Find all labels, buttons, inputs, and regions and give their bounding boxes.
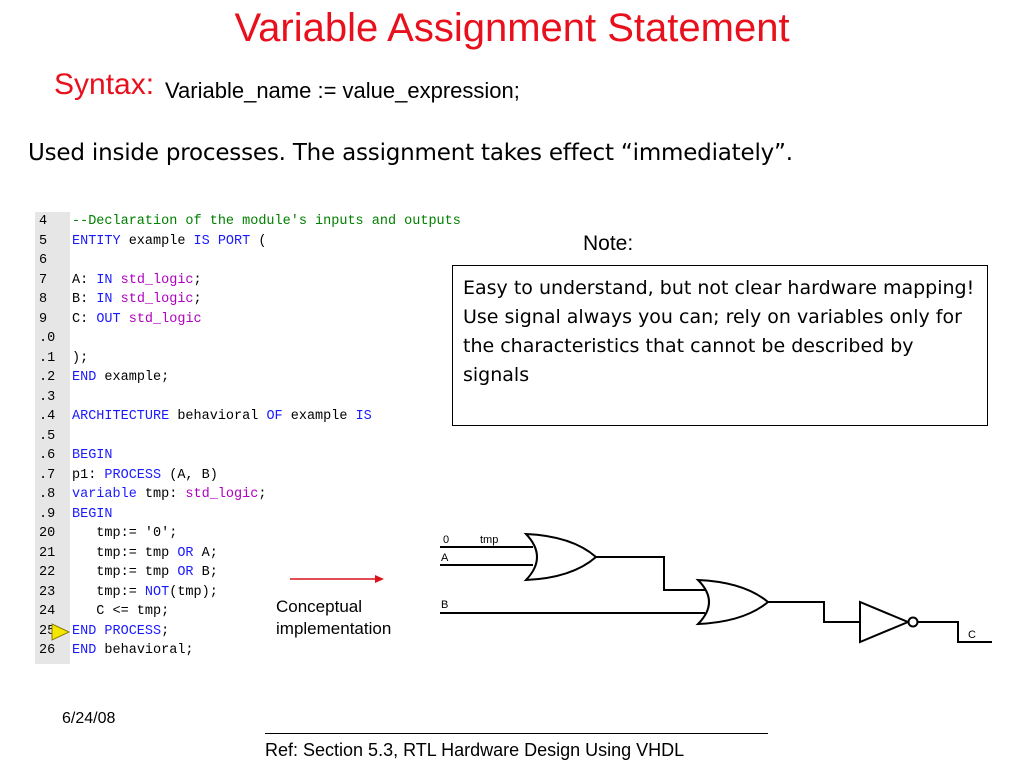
wire-or2-out xyxy=(768,601,860,623)
line-number: 25 xyxy=(39,623,56,639)
line-number: .7 xyxy=(39,467,56,483)
not-gate xyxy=(859,600,911,644)
reference-text: Ref: Section 5.3, RTL Hardware Design Us… xyxy=(265,740,685,760)
wire-or1-out xyxy=(596,556,705,591)
code-text: END behavioral; xyxy=(72,643,194,658)
code-text: BEGIN xyxy=(72,506,113,522)
note-box: Easy to understand, but not clear hardwa… xyxy=(452,265,988,426)
code-text: ENTITY example IS PORT ( xyxy=(72,233,267,249)
line-number: .2 xyxy=(39,370,56,385)
concept-label-line-2: implementation xyxy=(276,619,392,638)
not-gate-bubble xyxy=(907,616,919,628)
line-number: 20 xyxy=(39,526,56,541)
line-number: 5 xyxy=(39,233,48,249)
code-text: ARCHITECTURE behavioral OF example IS xyxy=(72,409,372,424)
line-number: 8 xyxy=(39,292,48,307)
code-text: END example; xyxy=(72,370,170,385)
label-b: B xyxy=(441,599,448,611)
line-number: 9 xyxy=(39,311,48,327)
line-number: 26 xyxy=(39,643,56,658)
line-number: .4 xyxy=(39,409,56,424)
code-text: B: IN std_logic; xyxy=(72,292,202,307)
line-number: .5 xyxy=(39,428,56,444)
conceptual-arrow-head xyxy=(375,575,384,583)
code-listing: 4 --Declaration of the module's inputs an… xyxy=(35,212,555,664)
line-number: .1 xyxy=(39,350,56,366)
line-number: 22 xyxy=(39,565,56,580)
line-number: .3 xyxy=(39,389,56,405)
note-line-1: Easy to understand, but not clear hardwa… xyxy=(463,277,975,299)
code-text: ); xyxy=(72,350,89,366)
label-zero: 0 xyxy=(443,534,449,546)
line-number: 6 xyxy=(39,253,48,268)
line-number: 23 xyxy=(39,584,56,600)
or-gate-2 xyxy=(695,578,770,626)
label-a: A xyxy=(441,552,449,564)
line-number: .8 xyxy=(39,487,56,502)
wire-c xyxy=(918,621,992,643)
line-number: .0 xyxy=(39,331,56,346)
code-text: A: IN std_logic; xyxy=(72,272,202,288)
code-text: BEGIN xyxy=(72,448,113,463)
line-number: 21 xyxy=(39,545,56,561)
line-number: .6 xyxy=(39,448,56,463)
or-gate-1 xyxy=(523,532,598,582)
slide-date: 6/24/08 xyxy=(62,710,116,727)
code-text: END PROCESS; xyxy=(72,623,170,639)
code-text: tmp:= '0'; xyxy=(72,526,178,541)
line-number: 24 xyxy=(39,604,56,619)
code-text: tmp:= tmp OR B; xyxy=(72,565,218,580)
code-text: p1: PROCESS (A, B) xyxy=(72,467,218,483)
code-text: tmp:= tmp OR A; xyxy=(72,545,218,561)
label-c: C xyxy=(968,629,976,641)
code-text: --Declaration of the module's inputs and… xyxy=(72,214,461,229)
syntax-text: Variable_name := value_expression; xyxy=(165,78,520,103)
slide-title: Variable Assignment Statement xyxy=(234,6,790,50)
execution-marker-icon xyxy=(51,622,71,641)
note-label: Note: xyxy=(583,232,634,255)
line-number: .9 xyxy=(39,506,56,522)
conceptual-implementation-label: Conceptual implementation xyxy=(276,596,391,640)
label-tmp: tmp xyxy=(480,534,498,546)
line-number: 4 xyxy=(39,214,48,229)
intro-text: Used inside processes. The assignment ta… xyxy=(28,140,793,166)
syntax-label: Syntax: xyxy=(54,68,155,101)
code-text: tmp:= NOT(tmp); xyxy=(72,584,218,600)
code-text: variable tmp: std_logic; xyxy=(72,487,267,502)
line-number-gutter xyxy=(35,212,70,664)
concept-label-line-1: Conceptual xyxy=(276,597,363,616)
footer-divider xyxy=(265,733,768,734)
line-number: 7 xyxy=(39,272,48,288)
code-text: C <= tmp; xyxy=(72,604,170,619)
code-text: C: OUT std_logic xyxy=(72,311,202,327)
note-line-2: Use signal always you can; rely on varia… xyxy=(463,306,962,386)
